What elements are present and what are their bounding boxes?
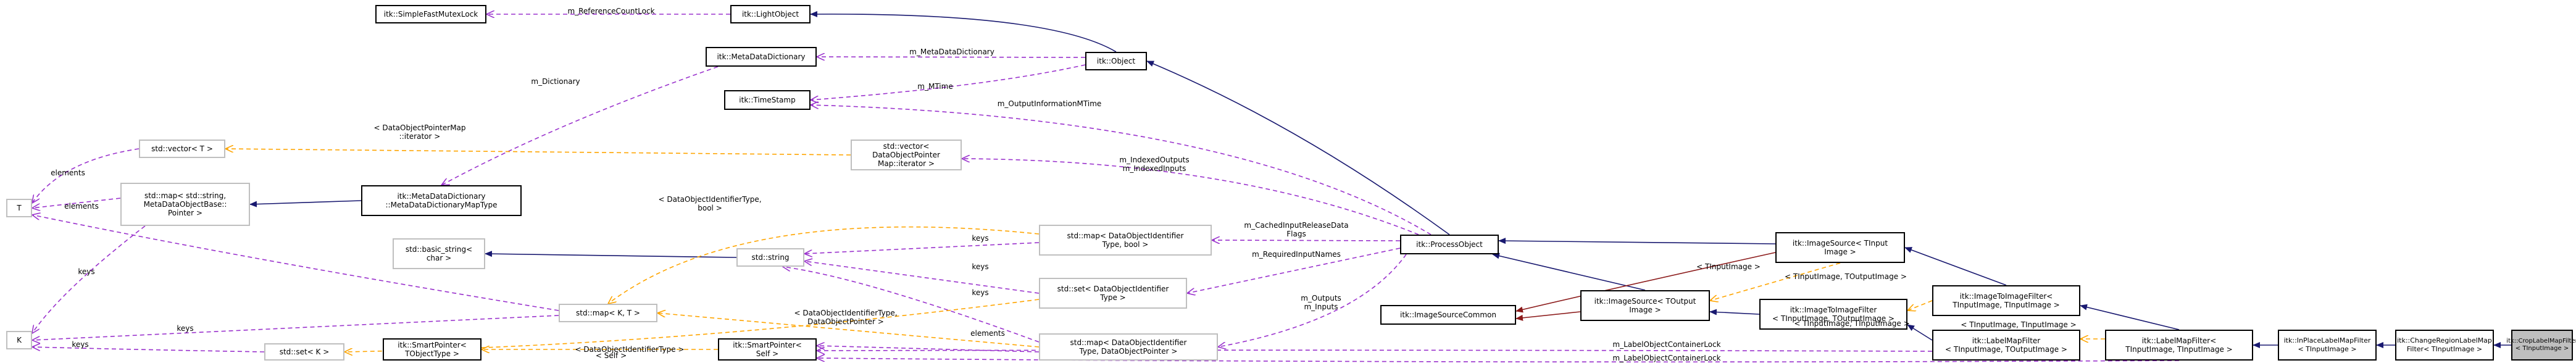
node-crop-label-map-filter[interactable]: itk::CropLabelMapFilter < TInputImage > <box>2506 330 2576 361</box>
edge-mapkt-to-k <box>32 315 559 340</box>
node-in-place-label-map-filter[interactable]: itk::InPlaceLabelMapFilter < TInputImage… <box>2278 330 2377 361</box>
edge-itifin-to-isinput <box>1904 247 2007 286</box>
node-std-map-doi-dop[interactable]: std::map< DataObjectIdentifier Type, Dat… <box>1039 333 1218 361</box>
node-t[interactable]: T <box>6 199 32 217</box>
edge-mapdoidop-to-smartptr <box>817 346 1040 353</box>
node-label-map-filter-out[interactable]: itk::LabelMapFilter < TInputImage, TOutp… <box>1932 330 2080 361</box>
label-keys-b: keys <box>972 262 989 271</box>
label-keys-a: keys <box>972 234 989 243</box>
label-outputs-inputs: m_Outputs m_Inputs <box>1301 294 1341 311</box>
node-image-source-common[interactable]: itk::ImageSourceCommon <box>1380 305 1516 325</box>
label-dop-map-iterator: < DataObjectPointerMap ::iterator > <box>373 123 466 141</box>
label-elements-bottom: elements <box>970 329 1005 338</box>
node-std-vector-t[interactable]: std::vector< T > <box>139 140 225 158</box>
label-doi-dop: < DataObjectIdentifierType, DataObjectPo… <box>794 309 898 326</box>
node-image-source-input[interactable]: itk::ImageSource< TInput Image > <box>1775 232 1905 263</box>
edge-isinput-to-processobject <box>1498 238 1776 244</box>
node-object[interactable]: itk::Object <box>1085 52 1147 70</box>
edge-isoutput-to-processobject <box>1492 252 1646 291</box>
edge-itifout-to-isoutput <box>1709 309 1760 315</box>
node-change-region-label-map-filter[interactable]: itk::ChangeRegionLabelMap Filter< TInput… <box>2395 330 2494 361</box>
node-process-object[interactable]: itk::ProcessObject <box>1400 235 1499 254</box>
label-output-information-mtime: m_OutputInformationMTime <box>997 99 1102 108</box>
edge-vectordop-to-vectort <box>225 149 851 156</box>
edge-processobject-to-timestamp <box>811 105 1432 235</box>
edge-mapstring-to-k <box>32 225 146 333</box>
label-doi-type: < DataObjectIdentifierType > <box>575 345 685 354</box>
label-doi-bool: < DataObjectIdentifierType, bool > <box>658 195 762 212</box>
node-std-map-doi-bool[interactable]: std::map< DataObjectIdentifier Type, boo… <box>1039 225 1212 256</box>
node-image-source-output[interactable]: itk::ImageSource< TOutput Image > <box>1580 290 1710 321</box>
edge-itifin-to-itifout <box>1907 300 1933 311</box>
label-elements-mid: elements <box>64 202 99 211</box>
label-tinputimage-a: < TInputImage > <box>1696 262 1761 271</box>
edge-setdoi-to-setk <box>344 299 1040 352</box>
node-label-map-filter-in[interactable]: itk::LabelMapFilter< TInputImage, TInput… <box>2105 330 2253 361</box>
node-simple-fast-mutex-lock[interactable]: itk::SimpleFastMutexLock <box>375 5 486 23</box>
edge-processobject-to-vectordop <box>962 159 1419 235</box>
edge-isinput-to-isoutput <box>1710 262 1841 301</box>
label-dictionary: m_Dictionary <box>531 77 580 86</box>
edge-processobject-to-mapdoibool <box>1212 240 1401 241</box>
node-std-basic-string[interactable]: std::basic_string< char > <box>393 238 485 269</box>
edge-isoutput-to-common <box>1515 311 1581 321</box>
edge-mapdoidop-to-mapkt <box>657 313 1040 348</box>
label-keys-c: keys <box>972 288 989 297</box>
node-std-set-k[interactable]: std::set< K > <box>264 343 344 361</box>
node-image-to-image-filter-out[interactable]: itk::ImageToImageFilter < TInputImage, T… <box>1759 299 1907 330</box>
label-self: < Self > <box>595 351 627 360</box>
label-meta-data-dictionary: m_MetaDataDictionary <box>909 48 994 56</box>
edge-setdoi-to-string <box>804 261 1040 294</box>
node-std-set-doi[interactable]: std::set< DataObjectIdentifier Type > <box>1039 278 1187 309</box>
label-tinput-toutput: < TInputImage, TOutputImage > <box>1785 272 1907 281</box>
node-std-string[interactable]: std::string <box>736 248 804 267</box>
label-elements-top: elements <box>51 169 85 177</box>
label-tinput-tinput-a: < TInputImage, TInputImage > <box>1961 320 2077 329</box>
edge-mapdoibool-to-string <box>804 242 1040 254</box>
edge-mapdoibool-to-mapkt <box>608 226 1040 304</box>
label-keys-left: keys <box>177 324 194 333</box>
edge-mdd-to-maptype <box>441 66 719 185</box>
edge-object-to-lightobject <box>810 10 1117 52</box>
label-keys-top: keys <box>78 267 95 276</box>
label-required-input-names: m_RequiredInputNames <box>1252 250 1341 259</box>
node-image-to-image-filter-in[interactable]: itk::ImageToImageFilter< TInputImage, TI… <box>1932 285 2080 316</box>
label-label-object-container-lock-a: m_LabelObjectContainerLock <box>1612 340 1721 349</box>
node-std-map-kt[interactable]: std::map< K, T > <box>559 304 657 322</box>
edge-lmfout-to-itifout <box>1907 324 1933 341</box>
node-mdd-map-type[interactable]: itk::MetaDataDictionary ::MetaDataDictio… <box>361 185 522 216</box>
label-label-object-container-lock-b: m_LabelObjectContainerLock <box>1612 354 1721 362</box>
edge-lmfin-to-itifin <box>2080 304 2180 330</box>
node-light-object[interactable]: itk::LightObject <box>730 5 811 23</box>
label-cached-input-release: m_CachedInputReleaseData Flags <box>1244 221 1349 238</box>
edge-object-to-timestamp <box>811 64 1086 100</box>
edge-lmfin-to-smartself <box>817 358 2180 363</box>
node-std-vector-dop[interactable]: std::vector< DataObjectPointer Map::iter… <box>851 140 962 170</box>
label-mtime: m_MTime <box>917 82 953 91</box>
edge-setk-to-k <box>32 347 265 353</box>
node-time-stamp[interactable]: itk::TimeStamp <box>724 90 811 110</box>
label-tinput-tinput-b: < TInputImage, TInputImage > <box>1794 319 1910 328</box>
edge-maptype-to-mapstring <box>249 200 362 207</box>
edge-processobject-to-object <box>1146 60 1450 235</box>
edge-mapkt-to-t <box>32 215 559 311</box>
node-std-map-string-mdo[interactable]: std::map< std::string, MetaDataObjectBas… <box>120 183 250 226</box>
label-indexed-outputs-inputs: m_IndexedOutputs m_IndexedInputs <box>1119 156 1190 173</box>
edge-mapdoidop-to-string <box>783 267 1040 343</box>
label-keys-d: keys <box>72 340 89 349</box>
node-smart-pointer-self[interactable]: itk::SmartPointer< Self > <box>718 338 817 361</box>
node-meta-data-dictionary[interactable]: itk::MetaDataDictionary <box>706 47 817 67</box>
edge-lmfout-to-smartself <box>817 350 1933 351</box>
edge-vectort-to-t <box>32 148 140 203</box>
edge-string-to-basicstring <box>485 251 737 258</box>
label-reference-count-lock: m_ReferenceCountLock <box>567 7 655 15</box>
edge-isinput-to-common <box>1515 252 1776 313</box>
node-smart-pointer-tobject[interactable]: itk::SmartPointer< TObjectType > <box>383 338 481 361</box>
edges-layer <box>32 10 2511 363</box>
node-k[interactable]: K <box>6 331 32 349</box>
edge-processobject-to-setdoi <box>1187 248 1401 293</box>
edge-processobject-to-mapdoidop <box>1218 254 1407 347</box>
